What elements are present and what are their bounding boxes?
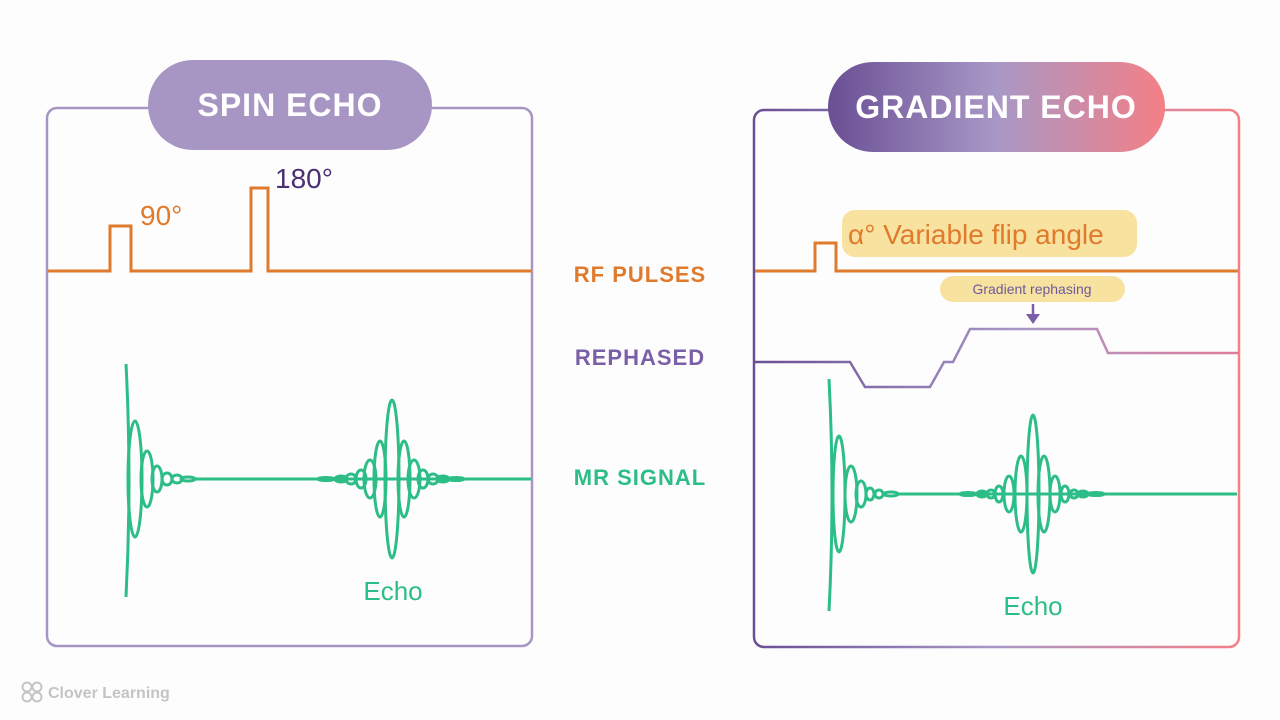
spin-echo-panel: SPIN ECHO 90° 180° [45, 60, 534, 648]
flip-angle-label: α° Variable flip angle [848, 219, 1104, 250]
gradient-rephasing-badge [940, 276, 1125, 302]
gradient-rephasing-label: Gradient rephasing [972, 281, 1091, 297]
echo-lobe [406, 458, 422, 500]
flip-angle-badge [842, 210, 1137, 257]
spin-echo-title: SPIN ECHO [197, 87, 382, 123]
row-label-mr-signal: MR SIGNAL [574, 465, 706, 490]
row-label-rf-pulses: RF PULSES [574, 262, 706, 287]
pulse-180-label: 180° [275, 163, 333, 194]
spin-echo-signal [124, 363, 531, 598]
clover-icon [21, 681, 43, 703]
clover-learning-logo: Clover Learning [21, 681, 170, 703]
gradient-echo-panel: GRADIENT ECHO α° Variable flip angle Gra… [752, 62, 1241, 649]
fid-lobe [882, 490, 900, 498]
logo-text: Clover Learning [48, 685, 170, 702]
gradient-echo-title-pill [828, 62, 1165, 152]
echo-lobe [354, 468, 368, 490]
gradient-echo-signal [827, 378, 1237, 612]
gradient-echo-frame [752, 108, 1241, 649]
spin-echo-title-pill [148, 60, 432, 150]
fid-lobe [873, 488, 885, 500]
gradient-echo-title: GRADIENT ECHO [855, 89, 1136, 125]
gradient-echo-rf-trace [755, 241, 1238, 273]
fid-lobe [831, 434, 847, 554]
echo-lobe [316, 476, 336, 482]
rephased-gradient-trace [755, 327, 1238, 389]
fid-lobe [864, 486, 876, 502]
gradient-echo-echo-label: Echo [1003, 591, 1062, 621]
echo-lobe [1086, 491, 1106, 497]
arrow-down-icon [1026, 304, 1040, 324]
echo-lobe [396, 439, 412, 519]
fid-lobe [179, 475, 197, 483]
pulse-90-label: 90° [140, 200, 182, 231]
row-labels: RF PULSES REPHASED MR SIGNAL [574, 262, 706, 490]
echo-lobe [958, 491, 978, 497]
spin-echo-echo-label: Echo [363, 576, 422, 606]
echo-lobe [362, 458, 378, 500]
spin-echo-rf-trace [48, 186, 531, 273]
row-label-rephased: REPHASED [575, 345, 705, 370]
echo-lobe [446, 476, 466, 482]
